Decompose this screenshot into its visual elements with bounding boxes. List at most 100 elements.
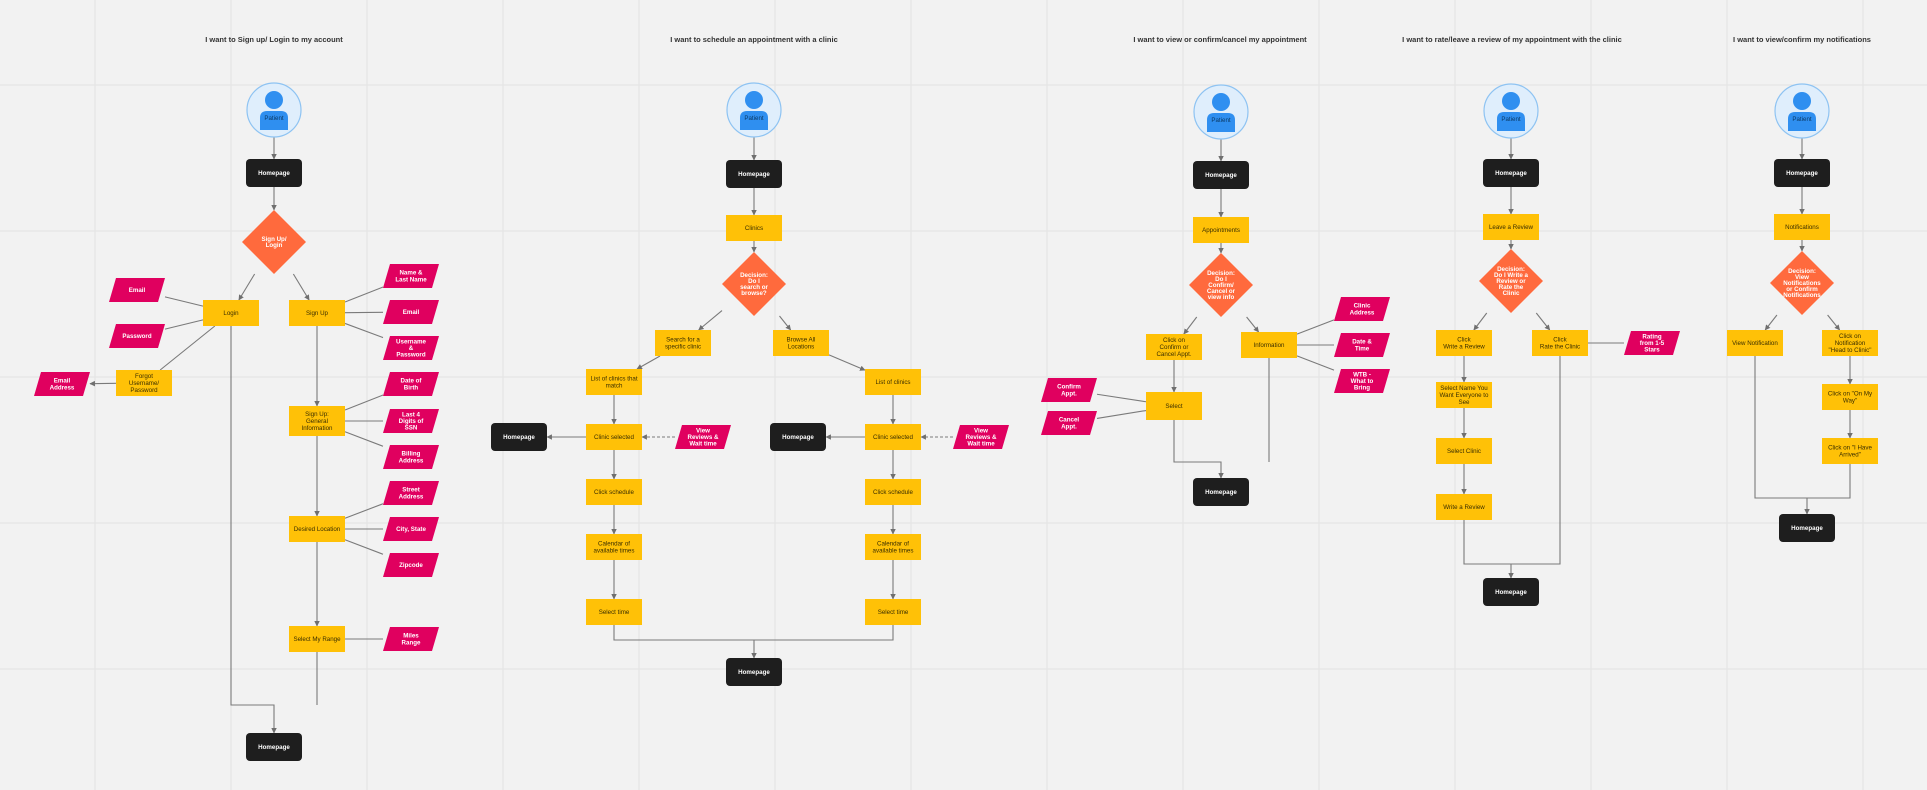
node-persona-p5[interactable]: Patient	[1774, 83, 1830, 139]
node-process-time-a[interactable]: Select time	[586, 599, 642, 625]
node-process-location[interactable]: Desired Location	[289, 516, 345, 542]
node-process-notif[interactable]: Notifications	[1774, 214, 1830, 240]
node-terminal-h5[interactable]: Homepage	[1774, 159, 1830, 187]
node-terminal-h4b[interactable]: Homepage	[1483, 578, 1539, 606]
node-label: Username&Password	[396, 338, 426, 358]
node-terminal-hp-a[interactable]: Homepage	[491, 423, 547, 451]
process-box	[1436, 438, 1492, 464]
node-persona-p3[interactable]: Patient	[1193, 84, 1249, 140]
io-parallelogram	[1624, 331, 1680, 355]
connector-line	[1463, 356, 1561, 565]
node-io-city[interactable]: City, State	[383, 517, 439, 541]
node-label: Click schedule	[594, 489, 634, 496]
process-box	[1727, 330, 1783, 356]
node-process-writerev[interactable]: Write a Review	[1436, 494, 1492, 520]
node-process-info[interactable]: Information	[1241, 332, 1297, 358]
node-process-select3[interactable]: Select	[1146, 392, 1202, 420]
terminal-box	[1193, 478, 1249, 506]
node-process-clinics[interactable]: Clinics	[726, 215, 782, 241]
node-label: Homepage	[1205, 489, 1237, 496]
node-process-range[interactable]: Select My Range	[289, 626, 345, 652]
node-process-selclinic[interactable]: Select Clinic	[1436, 438, 1492, 464]
node-terminal-h3b[interactable]: Homepage	[1193, 478, 1249, 506]
node-label: Appointments	[1202, 227, 1240, 234]
node-io-zip[interactable]: Zipcode	[383, 553, 439, 577]
node-process-signup[interactable]: Sign Up	[289, 300, 345, 326]
node-terminal-h1b[interactable]: Homepage	[246, 733, 302, 761]
io-parallelogram	[953, 425, 1009, 449]
node-io-email-s[interactable]: Email	[383, 300, 439, 324]
node-label: Click schedule	[873, 489, 913, 496]
node-terminal-h5b[interactable]: Homepage	[1779, 514, 1835, 542]
node-io-dtime[interactable]: Date &Time	[1334, 333, 1390, 357]
node-terminal-h2b[interactable]: Homepage	[726, 658, 782, 686]
node-process-sch-b[interactable]: Click schedule	[865, 479, 921, 505]
node-io-password[interactable]: Password	[109, 324, 165, 348]
node-label: Clinic selected	[873, 434, 913, 441]
node-process-viewn[interactable]: View Notification	[1727, 330, 1783, 356]
node-terminal-hp-b[interactable]: Homepage	[770, 423, 826, 451]
connector-line	[292, 273, 310, 301]
io-parallelogram	[383, 264, 439, 288]
node-process-sel-a[interactable]: Clinic selected	[586, 424, 642, 450]
node-process-appts[interactable]: Appointments	[1193, 217, 1249, 243]
node-persona-p4[interactable]: Patient	[1483, 83, 1539, 139]
node-io-email-l[interactable]: Email	[109, 278, 165, 302]
node-terminal-h2[interactable]: Homepage	[726, 160, 782, 188]
node-io-userpass[interactable]: Username&Password	[383, 336, 439, 360]
node-label: Select	[1165, 403, 1182, 410]
connector-line	[164, 296, 204, 307]
node-terminal-h3[interactable]: Homepage	[1193, 161, 1249, 189]
node-terminal-h4[interactable]: Homepage	[1483, 159, 1539, 187]
node-persona-p2[interactable]: Patient	[726, 82, 782, 138]
node-process-sch-a[interactable]: Click schedule	[586, 479, 642, 505]
process-box	[865, 369, 921, 395]
node-process-leave[interactable]: Leave a Review	[1483, 214, 1539, 240]
node-terminal-h1[interactable]: Homepage	[246, 159, 302, 187]
node-process-sel-b[interactable]: Clinic selected	[865, 424, 921, 450]
node-process-listall[interactable]: List of clinics	[865, 369, 921, 395]
node-decision-d1[interactable]: Sign Up/Login	[242, 210, 306, 274]
node-process-login[interactable]: Login	[203, 300, 259, 326]
process-box	[1241, 332, 1297, 358]
node-label: Clinic selected	[594, 434, 634, 441]
node-process-time-b[interactable]: Select time	[865, 599, 921, 625]
node-persona-p1[interactable]: Patient	[246, 82, 302, 138]
node-label: Patient	[1501, 116, 1521, 123]
node-io-name[interactable]: Name &Last Name	[383, 264, 439, 288]
